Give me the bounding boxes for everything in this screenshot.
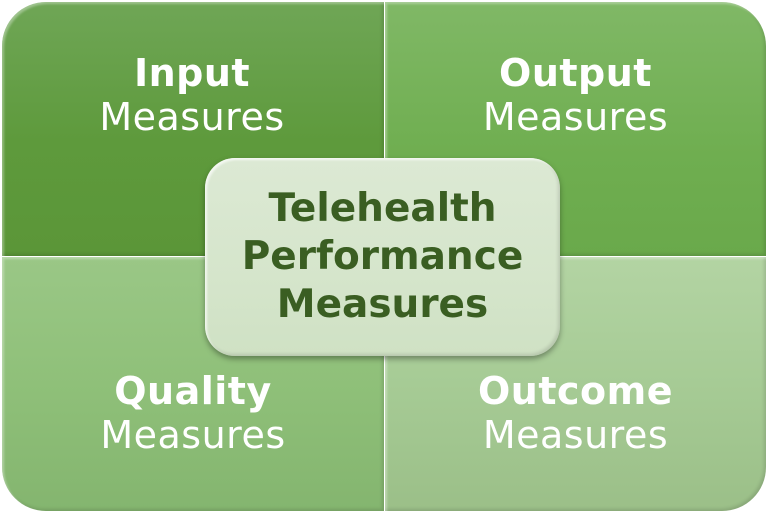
center-title-line-2: Performance bbox=[241, 234, 524, 279]
center-title-line-3: Measures bbox=[276, 282, 489, 327]
quadrant-title: Outcome bbox=[477, 369, 674, 413]
quadrant-subtitle: Measures bbox=[100, 413, 286, 457]
quadrant-label: Outcome Measures bbox=[385, 372, 766, 454]
quadrant-subtitle: Measures bbox=[482, 413, 669, 457]
quadrant-label: Quality Measures bbox=[2, 372, 384, 454]
quadrant-title: Input bbox=[133, 51, 251, 95]
quadrant-title: Output bbox=[499, 51, 652, 95]
center-title-line-1: Telehealth bbox=[268, 186, 497, 231]
quadrant-subtitle: Measures bbox=[99, 95, 285, 139]
quadrant-subtitle: Measures bbox=[482, 95, 669, 139]
center-title-box: Telehealth Performance Measures bbox=[205, 158, 560, 356]
quadrant-input-measures: Input Measures bbox=[2, 2, 384, 256]
quadrant-label: Output Measures bbox=[385, 54, 766, 136]
quadrant-title: Quality bbox=[114, 369, 272, 413]
quadrant-label: Input Measures bbox=[0, 54, 384, 136]
